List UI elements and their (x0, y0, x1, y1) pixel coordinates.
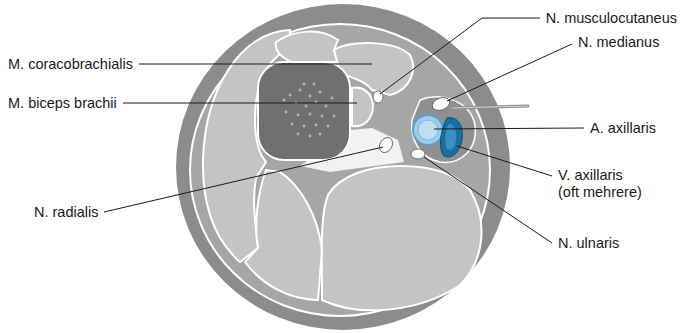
triceps-muscle (245, 170, 322, 300)
axillary-vein (440, 118, 462, 157)
humerus-bone (258, 62, 350, 160)
structure-label: A. axillaris (590, 120, 656, 137)
structure-label: N. medianus (578, 34, 659, 51)
structure-label: V. axillaris (oft mehrere) (558, 167, 645, 201)
artery-lumen (418, 120, 438, 140)
bone-marrow-dots (283, 83, 336, 138)
leader-line (457, 146, 552, 176)
fascia (190, 24, 490, 316)
probe-highlight (452, 106, 528, 108)
probe (452, 106, 528, 108)
structure-label: N. ulnaris (558, 235, 619, 252)
structure-label: M. coracobrachialis (8, 56, 133, 73)
nerve (377, 135, 395, 155)
leader-line (380, 18, 540, 94)
leader-line (123, 103, 357, 104)
structure-label: N. musculocutaneus (546, 10, 677, 27)
triceps-muscle (322, 166, 482, 310)
leader-line (139, 64, 372, 65)
nerve (430, 95, 451, 112)
structure-label: M. biceps brachii (8, 95, 117, 112)
leader-lines (104, 18, 584, 243)
skin-layer (176, 4, 510, 330)
biceps-muscle (352, 88, 373, 127)
leader-line (447, 44, 572, 101)
leader-line (434, 128, 584, 129)
structure-label: N. radialis (34, 204, 98, 221)
muscle (276, 32, 340, 62)
axillary-artery (413, 115, 443, 145)
leader-line (104, 147, 383, 212)
nerve (411, 149, 425, 159)
leader-line (424, 157, 552, 243)
vein-lumen (445, 124, 456, 150)
